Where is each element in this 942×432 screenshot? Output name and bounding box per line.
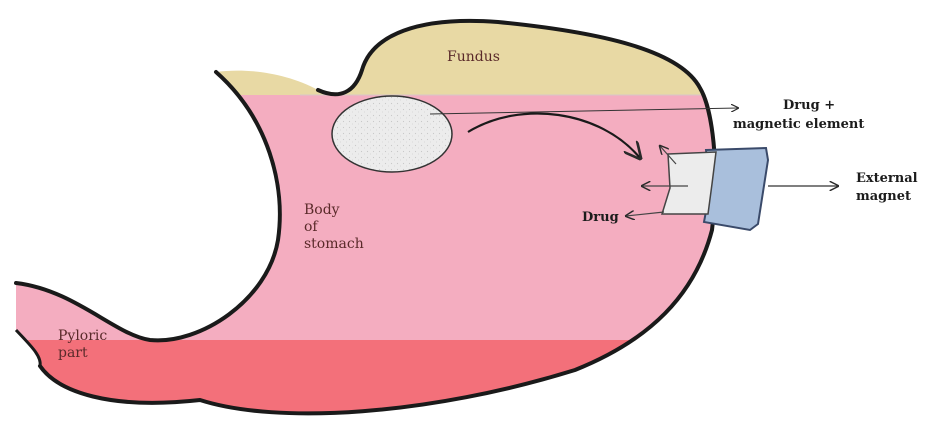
external-magnet-label-line2: magnet [856, 189, 911, 204]
drug-magnetic-particle [332, 96, 452, 172]
body-label-line2: of [304, 219, 319, 235]
pyloric-label-line1: Pyloric [58, 328, 107, 344]
external-magnet-label-line1: External [856, 171, 918, 186]
pyloric-label-line2: part [58, 345, 88, 361]
pyloric-region [0, 340, 942, 432]
drug-magnetic-label-line2: magnetic element [733, 117, 864, 132]
fundus-label: Fundus [447, 49, 500, 65]
fundus-region [0, 0, 942, 95]
body-label-line1: Body [304, 202, 340, 218]
drug-magnetic-label-line1: Drug + [783, 98, 835, 113]
drug-label: Drug [582, 210, 619, 225]
body-label-line3: stomach [304, 236, 364, 252]
drug-cluster-shape [662, 152, 716, 214]
